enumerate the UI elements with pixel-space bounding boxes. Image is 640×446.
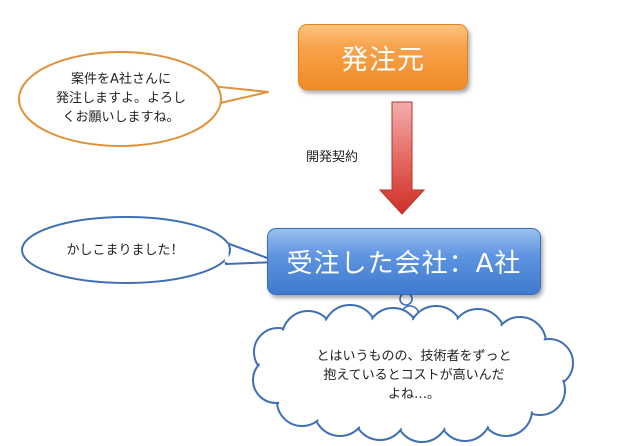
thought-line: よね…。 (387, 387, 440, 402)
contractor-box: 受注した会社：A社 (267, 228, 541, 295)
orderer-speech-line: くお願いしますね。 (62, 110, 180, 125)
thought-text: とはいうものの、技術者をずっと 抱えているとコストが高いんだ よね…。 (296, 347, 532, 404)
orderer-speech-line: 案件をA社さんに (71, 72, 171, 87)
contractor-thought-cloud (252, 304, 574, 443)
contractor-speech-text: かしこまりました！ (66, 243, 184, 258)
orderer-speech-bubble (18, 51, 269, 147)
contractor-box-label: 受注した会社：A社 (286, 249, 522, 279)
orderer-speech-line: 発注しますよ。よろし (55, 91, 186, 106)
contract-arrow (378, 101, 426, 215)
orderer-speech-text: 案件をA社さんに 発注しますよ。よろし くお願いしますね。 (36, 70, 206, 127)
thought-line: 抱えているとコストが高いんだ (323, 368, 505, 383)
contractor-speech-bubble (21, 216, 279, 284)
arrow-label: 開発契約 (306, 150, 359, 165)
orderer-box: 発注元 (298, 24, 468, 90)
thought-line: とはいうものの、技術者をずっと (316, 349, 512, 364)
orderer-box-label: 発注元 (341, 44, 425, 76)
